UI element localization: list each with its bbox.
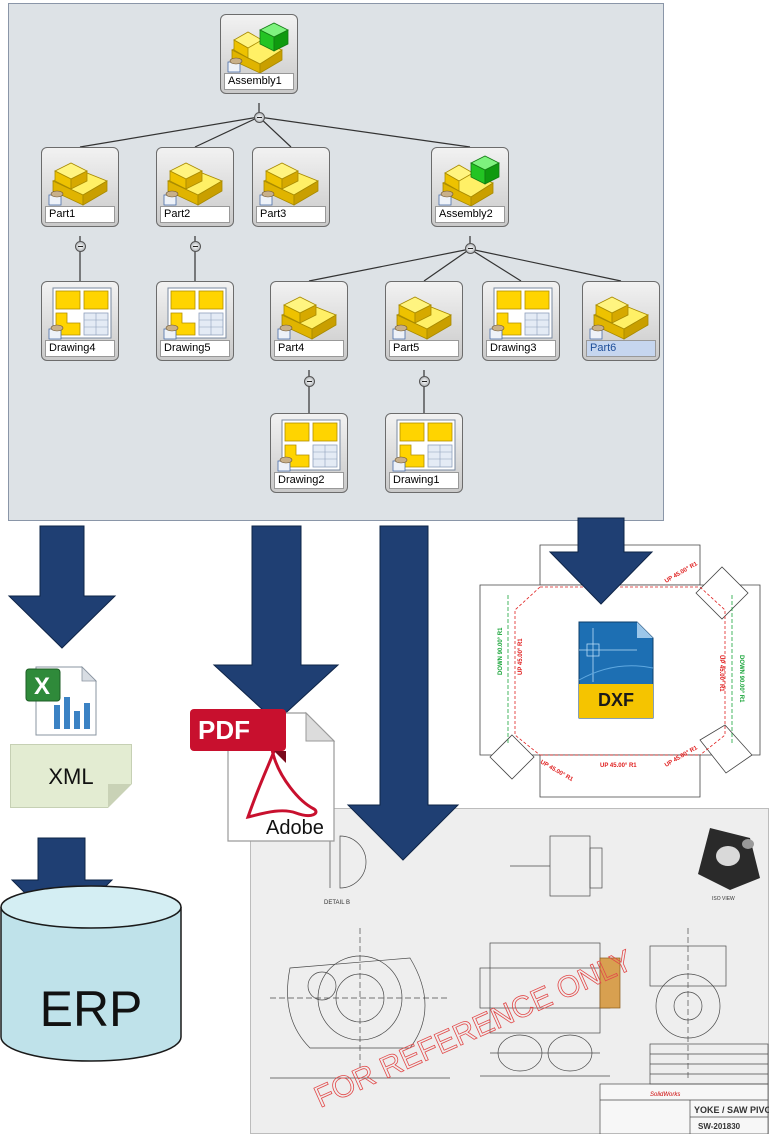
collapse-toggle-assembly2[interactable] (465, 243, 476, 254)
iso-view-label: ISO VIEW (712, 896, 735, 902)
tree-node-label: Part4 (274, 340, 344, 357)
tree-node-drawing4[interactable]: Drawing4 (41, 281, 119, 361)
iso-view-part (698, 828, 760, 890)
engineering-drawing-sheet (250, 808, 769, 1134)
tree-node-part4[interactable]: Part4 (270, 281, 348, 361)
part-icon (259, 162, 319, 206)
brand-label: SolidWorks (650, 1092, 680, 1098)
tree-node-label: Drawing5 (160, 340, 230, 357)
part-icon (392, 296, 452, 340)
part-icon (48, 162, 108, 206)
assembly-icon (438, 155, 500, 207)
folded-corner (108, 784, 132, 808)
drawing-title: YOKE / SAW PIVOT (694, 1105, 769, 1115)
tree-node-label: Drawing3 (486, 340, 556, 357)
tree-node-label: Part6 (586, 340, 656, 357)
collapse-toggle-part1[interactable] (75, 241, 86, 252)
bend-line (699, 586, 726, 756)
drawing-icon (489, 287, 553, 340)
collapse-toggle-part5[interactable] (419, 376, 430, 387)
pdf-badge: PDF (198, 715, 250, 745)
bend-note: UP 45.00° R1 (600, 763, 637, 769)
tree-node-part3[interactable]: Part3 (252, 147, 330, 227)
tree-node-label: Assembly1 (224, 73, 294, 90)
tree-node-part6[interactable]: Part6 (582, 281, 660, 361)
dxf-badge: DXF (598, 690, 634, 710)
bend-note: DOWN 90.00° R1 (738, 655, 744, 703)
drawing-icon (392, 419, 456, 472)
bend-note: UP 45.00° R1 (718, 655, 724, 692)
flat-pattern-corner-tab (489, 734, 535, 780)
tree-node-drawing2[interactable]: Drawing2 (270, 413, 348, 493)
detail-view-label: DETAIL B (324, 900, 350, 906)
arrow-to-pdf (212, 525, 340, 723)
adobe-label: Adobe (266, 817, 324, 839)
tree-node-assembly1[interactable]: Assembly1 (220, 14, 298, 94)
drawing-icon (48, 287, 112, 340)
tree-node-part5[interactable]: Part5 (385, 281, 463, 361)
dxf-file-icon: DXF (575, 620, 655, 720)
tree-node-label: Drawing1 (389, 472, 459, 489)
drawing-number: SW-201830 (698, 1122, 741, 1131)
assembly-icon (227, 22, 289, 74)
flat-pattern-corner-tab (695, 566, 749, 620)
tree-node-drawing5[interactable]: Drawing5 (156, 281, 234, 361)
tree-node-label: Drawing2 (274, 472, 344, 489)
bend-note: DOWN 90.00° R1 (498, 627, 504, 675)
collapse-toggle-part4[interactable] (304, 376, 315, 387)
part-icon (589, 296, 649, 340)
tree-node-label: Drawing4 (45, 340, 115, 357)
tree-node-part2[interactable]: Part2 (156, 147, 234, 227)
arrow-to-excel (7, 525, 117, 649)
bend-note: UP 45.00° R1 (518, 638, 524, 675)
tree-node-part1[interactable]: Part1 (41, 147, 119, 227)
xml-note: XML (10, 744, 132, 808)
tree-node-label: Part5 (389, 340, 459, 357)
collapse-toggle-assembly1[interactable] (254, 112, 265, 123)
flat-pattern-corner-tab (699, 724, 753, 774)
erp-label: ERP (39, 981, 143, 1037)
xml-label: XML (48, 764, 94, 789)
tree-node-label: Part3 (256, 206, 326, 223)
tree-node-label: Assembly2 (435, 206, 505, 223)
drawing-icon (277, 419, 341, 472)
tree-node-drawing1[interactable]: Drawing1 (385, 413, 463, 493)
svg-text:X: X (34, 673, 50, 700)
bend-line (514, 586, 541, 756)
pdf-file-icon: PDF Adobe (188, 705, 338, 845)
excel-file-icon: X (24, 663, 104, 738)
part-icon (163, 162, 223, 206)
collapse-toggle-part2[interactable] (190, 241, 201, 252)
watermark: FOR REFERENCE ONLY (309, 944, 637, 1114)
drawing-icon (163, 287, 227, 340)
drawing-linework: DETAIL B ISO VIEW SolidWorks YOKE / SAW … (270, 828, 769, 1134)
part-icon (277, 296, 337, 340)
tree-node-assembly2[interactable]: Assembly2 (431, 147, 509, 227)
tree-node-label: Part2 (160, 206, 230, 223)
tree-node-drawing3[interactable]: Drawing3 (482, 281, 560, 361)
tree-node-label: Part1 (45, 206, 115, 223)
erp-database (0, 885, 182, 1062)
